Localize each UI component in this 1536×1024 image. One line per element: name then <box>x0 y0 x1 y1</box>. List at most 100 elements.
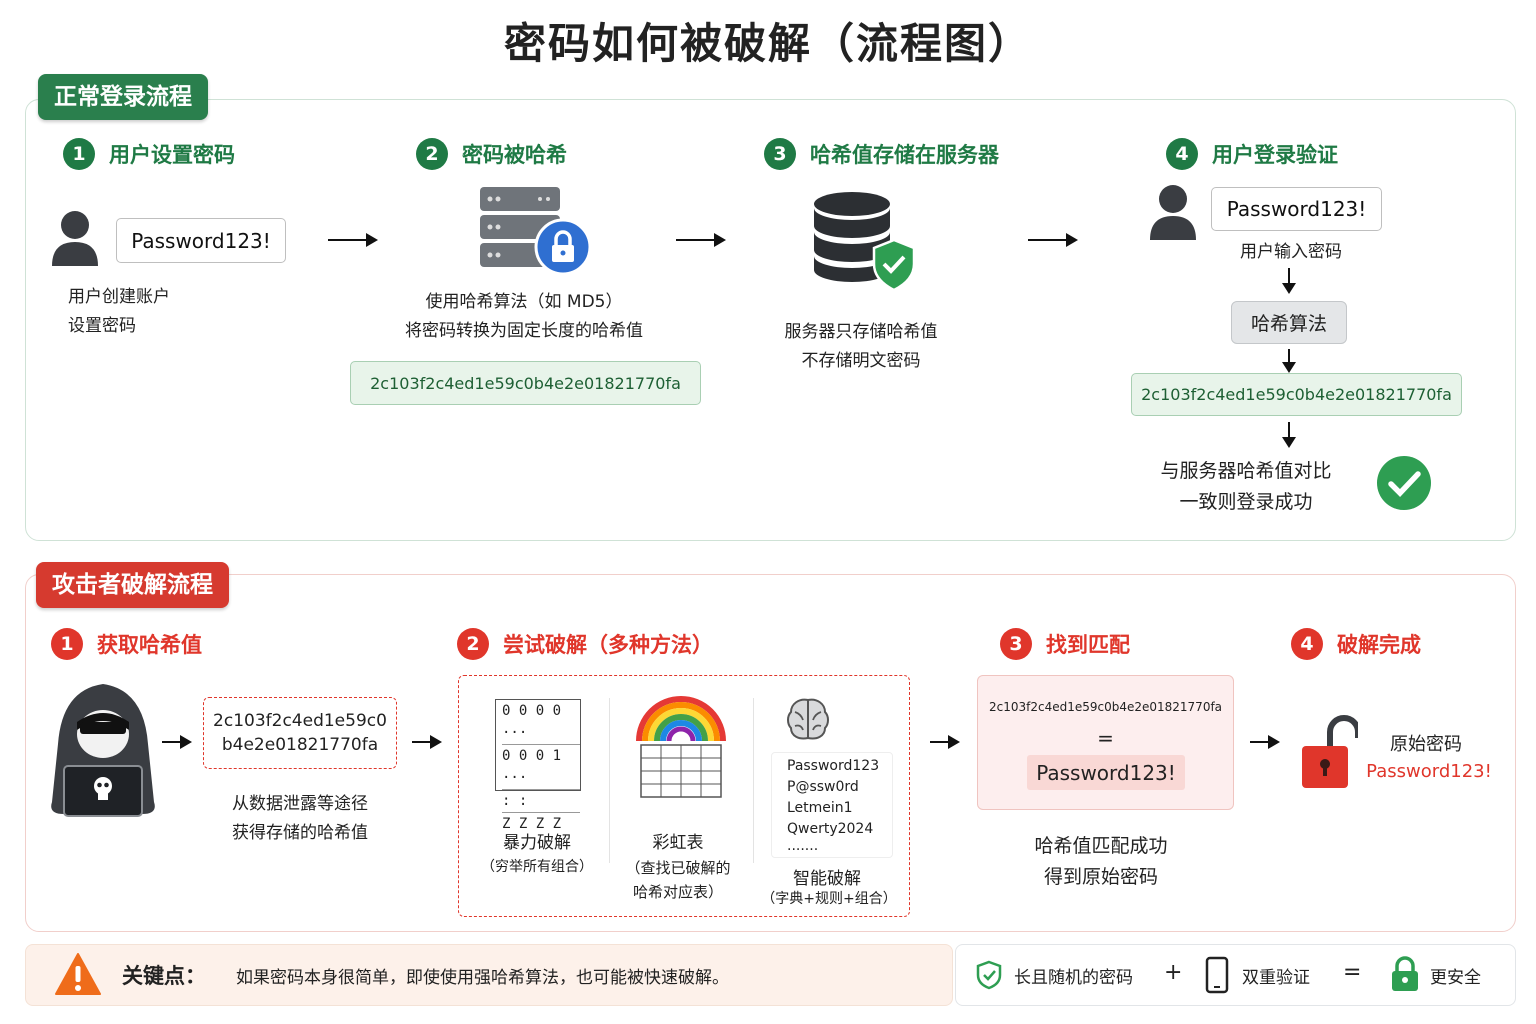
down-arrow <box>1282 349 1296 373</box>
smart-cracking-label: 智能破解 <box>793 869 861 889</box>
desc-line: 与服务器哈希值对比 <box>1160 460 1332 482</box>
desc-line: 一致则登录成功 <box>1179 491 1313 513</box>
step-title: 找到匹配 <box>1046 633 1130 657</box>
desc-line: 得到原始密码 <box>1043 866 1158 888</box>
stolen-hash-box: 2c103f2c4ed1e59c0 b4e2e01821770fa <box>203 697 397 769</box>
page-title: 密码如何被破解（流程图） <box>503 19 1032 68</box>
brute-row: 0 0 0 0 ··· <box>502 700 580 745</box>
normal-step-1-header: 1 用户设置密码 <box>63 138 235 170</box>
equals-sign: = <box>1097 726 1114 750</box>
original-password-label: 原始密码 <box>1390 734 1462 755</box>
brute-force-label: 暴力破解 <box>503 833 571 853</box>
step-title: 尝试破解（多种方法） <box>503 633 713 657</box>
step-title: 用户设置密码 <box>109 143 235 167</box>
step-1-desc: 用户创建账户 设置密码 <box>68 283 170 341</box>
original-password: Password123! <box>1366 761 1492 782</box>
rainbow-table-icon <box>636 696 726 798</box>
security-formula-bar <box>955 944 1516 1006</box>
password-box: Password123! <box>116 218 286 263</box>
brute-force-table: 0 0 0 0 ··· 0 0 0 1 ··· : : Z Z Z Z ··· <box>495 699 581 854</box>
brute-row: 0 0 0 1 ··· <box>502 745 580 790</box>
dictionary-word: P@ssw0rd <box>787 779 859 795</box>
user-icon <box>52 211 98 266</box>
hacker-icon <box>51 684 155 817</box>
result-desc: 与服务器哈希值对比 一致则登录成功 <box>1130 456 1362 518</box>
dictionary-word: Password123 <box>787 758 880 774</box>
flow-arrow <box>1028 233 1078 247</box>
formula-result: 更安全 <box>1430 968 1481 988</box>
formula-item-2: 双重验证 <box>1242 968 1310 988</box>
cracking-methods-box <box>458 675 910 917</box>
hash-line: 2c103f2c4ed1e59c0 <box>213 711 387 731</box>
flow-arrow <box>1250 735 1280 749</box>
flow-arrow <box>930 735 960 749</box>
attack-step-1-header: 1 获取哈希值 <box>51 628 202 660</box>
attack-step-4-header: 4 破解完成 <box>1291 628 1421 660</box>
desc-line: 从数据泄露等途径 <box>232 794 368 814</box>
normal-step-4-header: 4 用户登录验证 <box>1166 138 1338 170</box>
step-number: 2 <box>416 138 448 170</box>
hash-value-box: 2c103f2c4ed1e59c0b4e2e01821770fa <box>1131 373 1462 416</box>
flow-arrow <box>162 735 192 749</box>
attack-flow-tag: 攻击者破解流程 <box>36 562 229 608</box>
down-arrow <box>1282 422 1296 448</box>
step-number: 3 <box>764 138 796 170</box>
database-shield-icon <box>814 192 916 292</box>
flow-arrow <box>328 233 378 247</box>
down-arrow <box>1282 268 1296 294</box>
keypoint-bar <box>25 944 953 1006</box>
desc-line: 哈希对应表） <box>632 883 723 901</box>
step-number: 4 <box>1166 138 1198 170</box>
brute-force-sub: （穷举所有组合） <box>481 859 593 875</box>
match-hash: 2c103f2c4ed1e59c0b4e2e01821770fa <box>988 700 1223 714</box>
desc-line: 用户创建账户 <box>68 287 170 307</box>
divider <box>609 698 610 863</box>
attack-flow-panel <box>25 574 1516 932</box>
password-box: Password123! <box>1211 187 1382 231</box>
step-3-desc: 服务器只存储哈希值 不存储明文密码 <box>745 318 977 376</box>
shield-check-icon <box>976 960 1002 990</box>
formula-plus: + <box>1164 960 1183 985</box>
step-title: 破解完成 <box>1337 633 1421 657</box>
step-number: 2 <box>457 628 489 660</box>
hash-value-box: 2c103f2c4ed1e59c0b4e2e01821770fa <box>350 361 701 405</box>
keypoint-text: 如果密码本身很简单，即使使用强哈希算法，也可能被快速破解。 <box>236 968 729 988</box>
desc-line: 服务器只存储哈希值 <box>784 322 938 342</box>
hash-algorithm-box: 哈希算法 <box>1231 301 1347 344</box>
unlocked-lock-icon <box>1302 715 1358 788</box>
brain-icon <box>787 698 829 740</box>
attack-step-1-desc: 从数据泄露等途径 获得存储的哈希值 <box>198 790 402 848</box>
success-check-icon <box>1377 456 1431 510</box>
divider <box>753 698 754 863</box>
desc-line: 使用哈希算法（如 MD5） <box>425 292 623 312</box>
step-number: 1 <box>51 628 83 660</box>
step-title: 哈希值存储在服务器 <box>810 143 999 167</box>
brute-row: Z Z Z Z ··· <box>502 816 562 854</box>
dictionary-word: ······· <box>787 842 819 858</box>
input-label: 用户输入密码 <box>1240 242 1342 262</box>
brute-row: : : <box>502 790 580 813</box>
attack-step-3-header: 3 找到匹配 <box>1000 628 1130 660</box>
hash-line: b4e2e01821770fa <box>221 735 379 755</box>
normal-flow-tag: 正常登录流程 <box>38 74 208 120</box>
keypoint-label: 关键点： <box>122 964 206 988</box>
desc-line: 获得存储的哈希值 <box>232 823 368 843</box>
attack-step-2-header: 2 尝试破解（多种方法） <box>457 628 713 660</box>
step-title: 用户登录验证 <box>1212 143 1338 167</box>
smart-cracking-sub: （字典+规则+组合） <box>761 891 897 907</box>
user-icon <box>1150 185 1196 240</box>
rainbow-table-sub: （查找已破解的 哈希对应表） <box>612 856 744 904</box>
desc-line: 设置密码 <box>68 316 136 336</box>
attack-step-3-desc: 哈希值匹配成功 得到原始密码 <box>985 831 1217 893</box>
flow-arrow <box>412 735 442 749</box>
lock-icon <box>1392 956 1418 991</box>
step-title: 密码被哈希 <box>462 143 567 167</box>
dictionary-list: Password123 P@ssw0rd Letmein1 Qwerty2024… <box>771 752 893 858</box>
step-number: 1 <box>63 138 95 170</box>
flow-arrow <box>676 233 726 247</box>
step-number: 4 <box>1291 628 1323 660</box>
dictionary-word: Qwerty2024 <box>787 821 874 837</box>
step-number: 3 <box>1000 628 1032 660</box>
dictionary-word: Letmein1 <box>787 800 853 816</box>
phone-icon <box>1205 956 1229 994</box>
